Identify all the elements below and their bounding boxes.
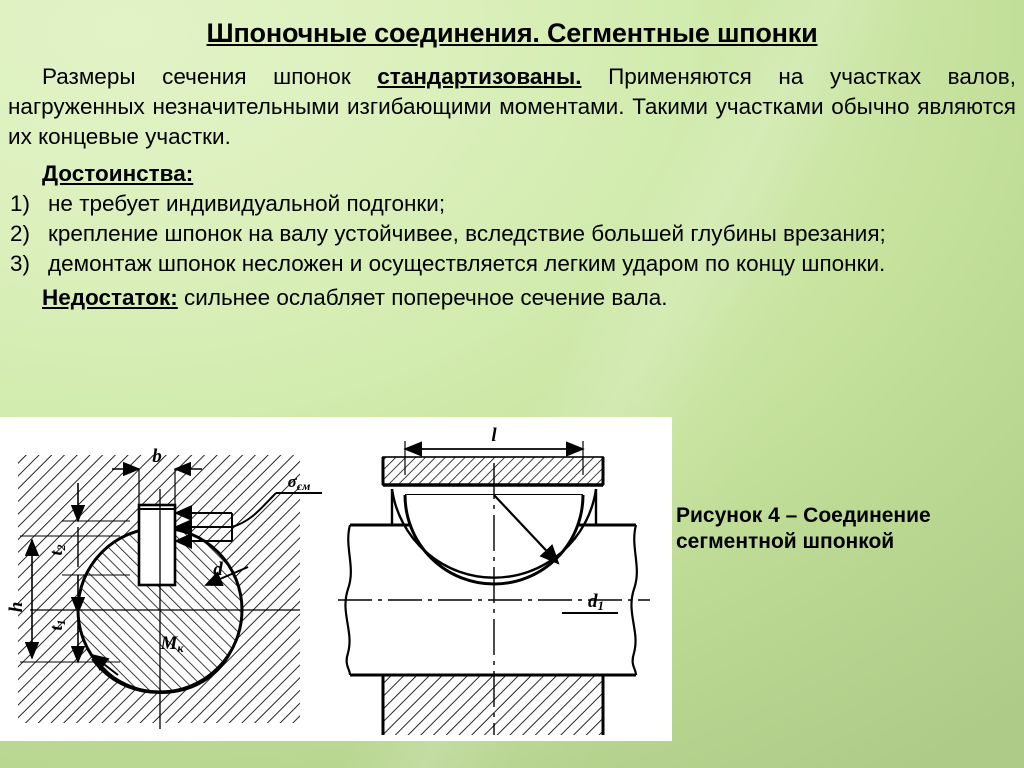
- d-leader-arrow: [204, 566, 249, 587]
- list-item: 2) крепление шпонок на валу устойчивее, …: [8, 219, 1016, 249]
- list-item: 3) демонтаж шпонок несложен и осуществля…: [8, 249, 1016, 279]
- hub-bottom-hatched-block: [383, 675, 603, 735]
- dim-label-d: d: [213, 559, 223, 580]
- sigma-leader-line: [231, 492, 277, 528]
- intro-paragraph: Размеры сечения шпонок стандартизованы. …: [8, 62, 1016, 152]
- intro-part1: Размеры сечения шпонок: [42, 64, 378, 89]
- list-item-label: демонтаж шпонок несложен и осуществляетс…: [48, 250, 886, 276]
- list-item-number: 3): [10, 250, 31, 276]
- dim-label-l: l: [491, 425, 497, 446]
- figure-caption: Рисунок 4 – Соединение сегментной шпонко…: [676, 503, 1016, 554]
- dim-label-t1: t1: [46, 619, 68, 630]
- shaft-left-break-line: [344, 524, 352, 676]
- torque-arrow-head: [90, 653, 119, 676]
- drawback-text: сильнее ослабляет поперечное сечение вал…: [177, 285, 668, 311]
- hub-top-hatched-block: [383, 457, 603, 485]
- torque-arc: [91, 638, 237, 695]
- shaft-right-break-line: [630, 524, 638, 676]
- list-item-label: не требует индивидуальной подгонки;: [48, 190, 446, 216]
- d1-leader-arrow: [493, 494, 560, 565]
- left-cross-section-view: b h t2 t1: [6, 446, 322, 729]
- figure-caption-line1: Рисунок 4 – Соединение: [676, 504, 931, 527]
- intro-emphasis: стандартизованы.: [377, 64, 582, 89]
- advantages-heading: Достоинства:: [42, 160, 194, 186]
- dim-label-b: b: [152, 446, 162, 467]
- advantages-list: 1) не требует индивидуальной подгонки; 2…: [8, 189, 1016, 279]
- drawback-lead: Недостаток:: [42, 285, 178, 311]
- intro-part2: Применяются на участках валов, нагруженн…: [8, 64, 1016, 149]
- dim-label-t2: t2: [46, 544, 68, 555]
- list-item-label: крепление шпонок на валу устойчивее, всл…: [48, 220, 886, 246]
- dim-label-h: h: [6, 602, 27, 613]
- keyway-engineering-drawing: b h t2 t1: [6, 425, 650, 735]
- page-title: Шпоночные соединения. Сегментные шпонки: [206, 18, 818, 48]
- list-item: 1) не требует индивидуальной подгонки;: [8, 189, 1016, 219]
- list-item-number: 2): [10, 220, 31, 246]
- figure-panel: b h t2 t1: [0, 417, 672, 741]
- body-text-block: Размеры сечения шпонок стандартизованы. …: [8, 62, 1016, 313]
- drawback-paragraph: Недостаток: сильнее ослабляет поперечное…: [42, 283, 1016, 313]
- list-item-number: 1): [10, 190, 31, 216]
- figure-caption-line2: сегментной шпонкой: [676, 529, 895, 553]
- right-longitudinal-view: l d1: [338, 425, 650, 735]
- key-rectangle: [137, 503, 177, 587]
